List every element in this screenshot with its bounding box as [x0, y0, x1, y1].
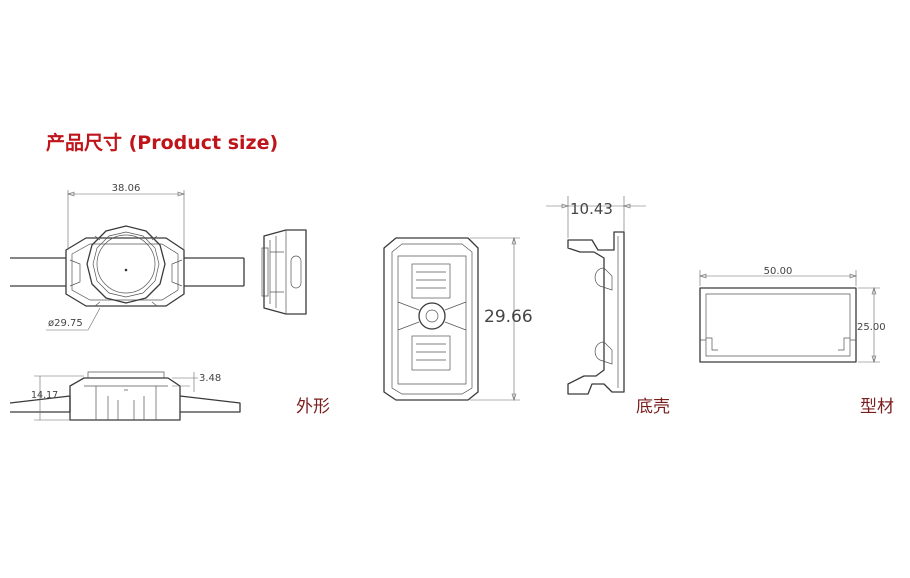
bottom-shell-section: [567, 231, 625, 395]
page-title: 产品尺寸 (Product size): [46, 132, 279, 154]
dim-profile-width-label: 50.00: [764, 266, 793, 277]
dimension-shell-depth: 10.43: [546, 196, 646, 238]
dim-width-top-label: 38.06: [112, 183, 141, 194]
top-view-module: [10, 225, 245, 307]
dimension-diameter: ø29.75: [46, 307, 101, 331]
dim-diameter-label: ø29.75: [48, 318, 83, 329]
dimension-width-top: 38.06: [67, 183, 185, 250]
dimension-height-side: 14.17: [31, 375, 84, 421]
bottom-shell-plan: [383, 237, 479, 401]
dimension-profile-width: 50.00: [699, 266, 857, 286]
side-view-module: [261, 229, 307, 315]
caption-bottom-shell: 底壳: [636, 397, 670, 417]
dimension-shell-length: 29.66: [470, 237, 533, 401]
dim-height-side-label: 14.17: [31, 390, 58, 401]
dim-profile-height-label: 25.00: [857, 322, 886, 333]
caption-profile: 型材: [860, 397, 894, 417]
dim-shell-length-label: 29.66: [484, 307, 533, 327]
profile-section: [699, 287, 857, 363]
caption-appearance: 外形: [296, 397, 330, 417]
dimension-offset-side: 3.48: [172, 372, 221, 392]
dim-shell-depth-label: 10.43: [570, 200, 613, 218]
dimension-profile-height: 25.00: [857, 287, 886, 363]
dim-offset-side-label: 3.48: [199, 373, 221, 384]
